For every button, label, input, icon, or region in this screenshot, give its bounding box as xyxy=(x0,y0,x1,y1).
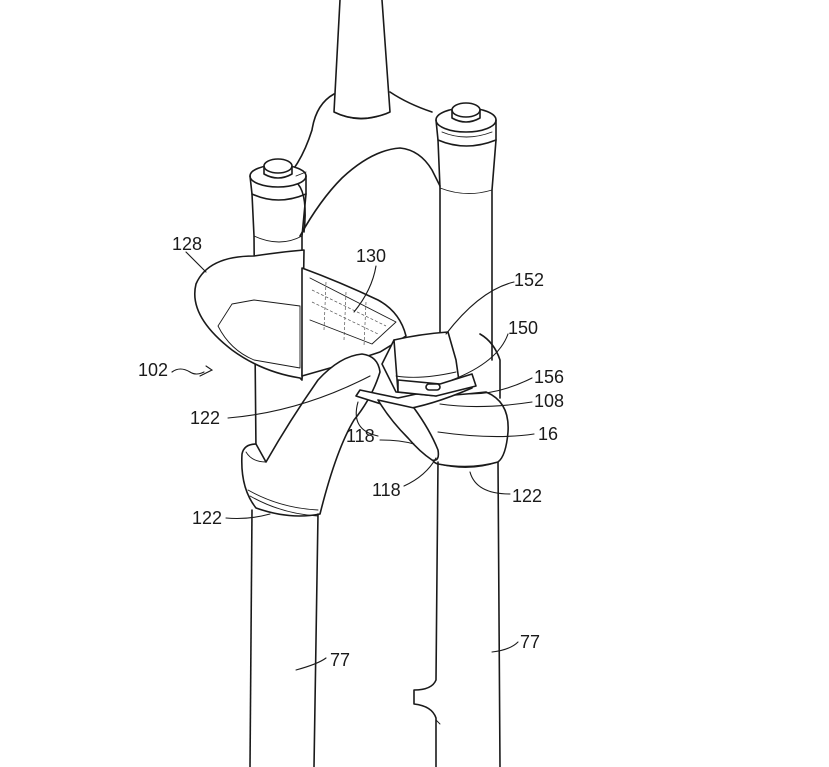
label-122-right: 122 xyxy=(512,486,542,506)
left-crown-cap xyxy=(249,158,307,201)
leader-lines xyxy=(171,251,535,671)
label-156: 156 xyxy=(534,367,564,387)
label-118-upper: 118 xyxy=(346,426,375,446)
label-16: 16 xyxy=(538,424,558,444)
sensor-module xyxy=(381,331,477,397)
label-130: 130 xyxy=(356,246,386,266)
left-lower-leg xyxy=(249,509,319,767)
left-brace-arm xyxy=(240,353,381,517)
label-150: 150 xyxy=(508,318,538,338)
fork-crown xyxy=(277,91,441,237)
label-122-upper: 122 xyxy=(190,408,220,428)
label-122-left: 122 xyxy=(192,508,222,528)
right-crown-cap xyxy=(435,102,497,147)
label-102: 102 xyxy=(138,360,168,380)
right-upper-stanchion xyxy=(437,139,497,361)
label-77-right: 77 xyxy=(520,632,540,652)
label-108: 108 xyxy=(534,391,564,411)
right-lower-leg xyxy=(413,461,501,767)
label-152: 152 xyxy=(514,270,544,290)
label-128: 128 xyxy=(172,234,202,254)
label-118-lower: 118 xyxy=(372,480,401,500)
reference-numerals: 128 130 152 150 102 156 108 122 118 16 1… xyxy=(138,234,564,670)
label-77-left: 77 xyxy=(330,650,350,670)
steerer-tube xyxy=(333,0,391,120)
